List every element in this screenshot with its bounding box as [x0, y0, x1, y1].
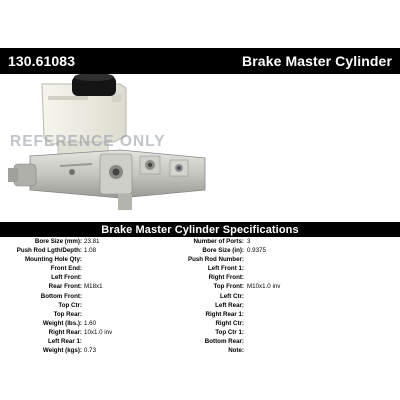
cylinder-body — [8, 149, 206, 210]
spec-right-label: Left Rear: — [215, 301, 244, 309]
spec-right-value: M10x1.0 inv — [247, 283, 281, 291]
spec-right-value: 3 — [247, 238, 251, 245]
spec-row: Weight (kgs):0.73 Note: — [0, 346, 400, 355]
spec-left-label: Weight (kgs): — [42, 347, 82, 355]
spec-right-label: Number of Ports: — [193, 238, 244, 245]
spec-left-label: Left Front: — [51, 274, 82, 282]
spec-right-label: Bottom Rear: — [204, 338, 244, 346]
spec-row: Push Rod Lgth/Depth:1.08 Bore Size (in):0… — [0, 246, 400, 255]
spec-right-label: Right Front: — [208, 274, 244, 282]
spec-left-value: 1.60 — [84, 319, 97, 327]
spec-left-label: Front End: — [50, 265, 82, 273]
spec-row: Mounting Hole Qty: Push Rod Number: — [0, 255, 400, 264]
reference-watermark: REFERENCE ONLY — [10, 133, 166, 150]
header-bar: 130.61083 Brake Master Cylinder — [0, 48, 400, 74]
spec-left-value: 1.08 — [84, 247, 97, 255]
spec-right-label: Top Ctr 1: — [215, 328, 244, 336]
spec-left-label: Mounting Hole Qty: — [24, 256, 82, 264]
spec-right-value: 0.9375 — [247, 247, 266, 255]
spec-row: Bottom Front: Left Ctr: — [0, 292, 400, 301]
spec-row: Bore Size (mm):23.81 Number of Ports:3 — [0, 237, 400, 246]
spec-left-label: Bottom Front: — [40, 292, 82, 300]
spec-left-label: Top Ctr: — [58, 301, 82, 309]
spec-left-value: 0.73 — [84, 347, 97, 355]
spec-row: Left Rear 1: Bottom Rear: — [0, 337, 400, 346]
spec-row: Rear Front:M18x1 Top Front:M10x1.0 inv — [0, 282, 400, 291]
spec-left-value: 23.81 — [84, 238, 100, 245]
spec-left-label: Left Rear 1: — [47, 338, 82, 346]
spec-row: Front End: Left Front 1: — [0, 264, 400, 273]
spec-right-label: Left Front 1: — [207, 265, 244, 273]
spec-right-label: Top Front: — [213, 283, 244, 291]
spec-left-label: Right Rear: — [48, 328, 82, 336]
spec-left-label: Top Rear: — [53, 310, 82, 318]
spec-right-label: Note: — [228, 347, 244, 355]
spec-row: Top Rear: Right Rear 1: — [0, 310, 400, 319]
spec-left-label: Push Rod Lgth/Depth: — [16, 247, 82, 255]
spec-right-label: Right Rear 1: — [205, 310, 244, 318]
spec-right-label: Right Ctr: — [215, 319, 244, 327]
spec-right-label: Bore Size (in): — [202, 247, 244, 255]
spec-left-label: Rear Front: — [48, 283, 82, 291]
reservoir — [41, 83, 127, 155]
spec-right-label: Left Ctr: — [219, 292, 244, 300]
spec-row: Right Rear:10x1.0 inv Top Ctr 1: — [0, 328, 400, 337]
product-title: Brake Master Cylinder — [242, 53, 392, 69]
spec-left-label: Bore Size (mm): — [34, 238, 82, 245]
spec-title-bar: Brake Master Cylinder Specifications — [0, 222, 400, 237]
spec-row: Left Front: Right Front: — [0, 273, 400, 282]
product-photo — [0, 74, 400, 222]
spec-left-label: Weight (lbs.): — [42, 319, 82, 327]
spec-row: Top Ctr: Left Rear: — [0, 301, 400, 310]
spec-title: Brake Master Cylinder Specifications — [101, 223, 299, 236]
spec-row: Weight (lbs.):1.60 Right Ctr: — [0, 319, 400, 328]
spec-left-value: 10x1.0 inv — [84, 328, 113, 336]
reservoir-cap — [72, 74, 116, 96]
spec-left-value: M18x1 — [84, 283, 103, 291]
part-number: 130.61083 — [8, 53, 76, 69]
spec-right-label: Push Rod Number: — [187, 256, 244, 264]
